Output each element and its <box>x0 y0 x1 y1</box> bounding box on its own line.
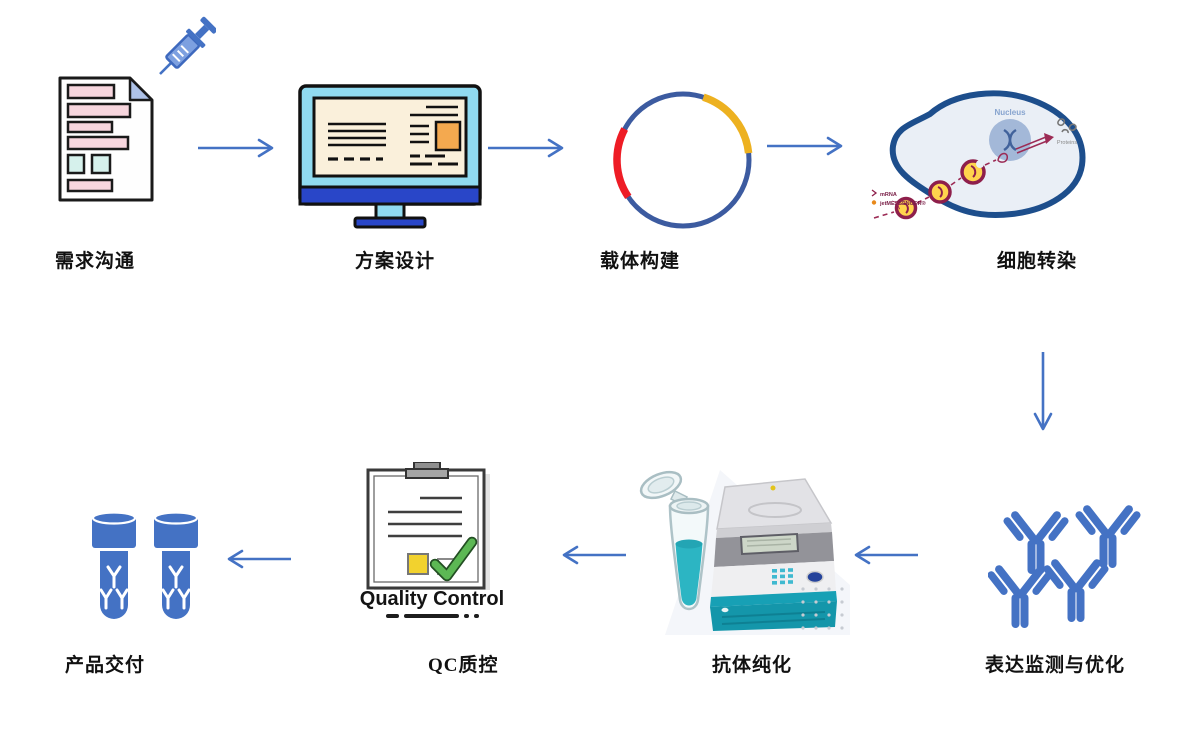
arrow-requirements-to-design <box>198 138 274 158</box>
teal-liquid <box>675 543 703 606</box>
released-mrna <box>997 152 1009 163</box>
arrow-vector-to-transfection <box>767 136 843 156</box>
plasmid-insert-red <box>613 127 632 199</box>
arrow-transfection-to-expression <box>1033 352 1053 431</box>
proteins-label: Proteins <box>1057 140 1077 146</box>
vial-right <box>152 511 200 621</box>
mrna-vesicles <box>894 159 986 220</box>
dot-grid <box>801 587 844 630</box>
microcentrifuge-tube <box>639 470 710 611</box>
antibodies <box>988 503 1143 628</box>
yellow-square <box>407 553 429 575</box>
syringe-icon <box>159 16 216 75</box>
protein-squiggles <box>1057 118 1077 134</box>
step-label-requirements: 需求沟通 <box>55 251 136 272</box>
document-syringe-icon <box>58 16 216 202</box>
arrow-design-to-vector <box>488 138 564 158</box>
nucleus-label: Nucleus <box>994 108 1026 117</box>
green-checkmark <box>431 538 476 580</box>
reagent-label: jetMESSENGER® <box>879 200 926 207</box>
chromosome-glyph <box>1003 128 1017 152</box>
arrow-expression-to-purification <box>854 545 918 565</box>
translation-arrow <box>1015 133 1054 154</box>
screen-text-lines <box>328 105 458 166</box>
document-folded-corner <box>128 76 154 102</box>
vial-left <box>92 511 138 621</box>
uptake-path <box>873 159 997 219</box>
plasmid-map-icon <box>613 91 753 229</box>
step-label-transfection: 细胞转染 <box>997 251 1078 272</box>
plasmid-insert-yellow <box>702 93 753 154</box>
step-label-vector: 载体构建 <box>600 251 681 272</box>
arrow-purification-to-qc <box>562 545 626 565</box>
legend: mRNA jetMESSENGER® <box>871 189 926 210</box>
step-label-expression: 表达监测与优化 <box>985 655 1126 676</box>
document-content-bars <box>66 83 132 193</box>
antibody-cluster-icon <box>988 503 1143 628</box>
step-label-delivery: 产品交付 <box>65 655 146 676</box>
quality-control-caption: Quality Control <box>359 588 505 610</box>
mrna-label: mRNA <box>880 192 897 198</box>
cell-transfection-icon: Nucleus Proteins <box>871 90 1086 220</box>
screen-image-placeholder <box>434 120 462 152</box>
step-label-purification: 抗体纯化 <box>712 655 793 676</box>
cell-membrane <box>889 90 1086 219</box>
monitor-base <box>353 216 427 229</box>
monitor-protocol-icon <box>298 84 482 229</box>
monitor-bottom-bar <box>298 185 482 206</box>
quality-clipboard-icon <box>366 462 490 590</box>
product-vials-icon <box>92 511 200 621</box>
tube-and-instrument-icon <box>639 470 850 635</box>
purification-instrument <box>710 478 837 631</box>
arrow-qc-to-delivery <box>227 549 291 569</box>
quality-control-underline <box>352 614 512 618</box>
clipboard-lines <box>388 496 462 538</box>
step-label-qc: QC质控 <box>428 655 499 676</box>
step-label-design: 方案设计 <box>355 251 436 272</box>
